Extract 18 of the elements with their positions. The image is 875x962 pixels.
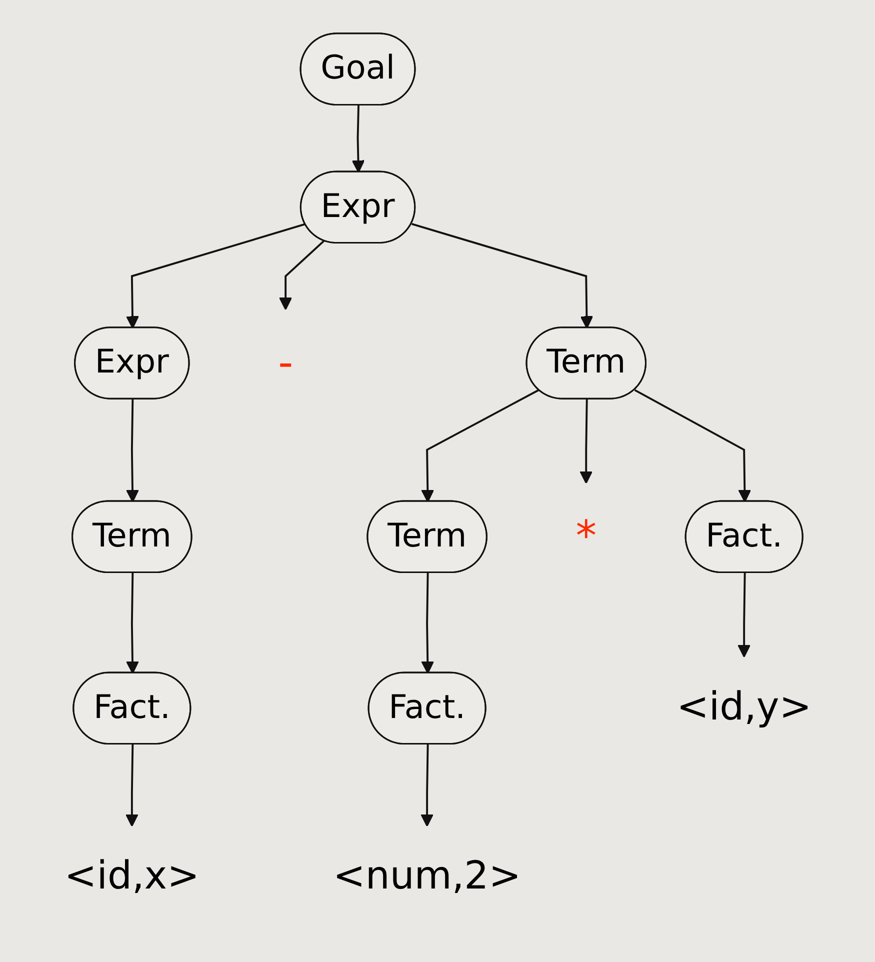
arrow [278, 240, 324, 310]
arrow [420, 744, 434, 827]
node-text: <num,2> [332, 854, 521, 899]
arrow [125, 573, 139, 674]
node-text: * [575, 511, 596, 560]
node-text: - [278, 338, 293, 387]
arrow [351, 105, 364, 173]
arrow [410, 223, 593, 329]
arrow [420, 573, 434, 674]
node-text: <id,x> [64, 854, 199, 899]
arrow [737, 573, 750, 658]
arrow [125, 223, 306, 329]
arrow [124, 744, 138, 827]
arrow [125, 399, 139, 502]
arrow [634, 389, 751, 502]
arrow [579, 399, 592, 484]
arrow [420, 389, 539, 502]
node-text: <id,y> [676, 685, 812, 730]
